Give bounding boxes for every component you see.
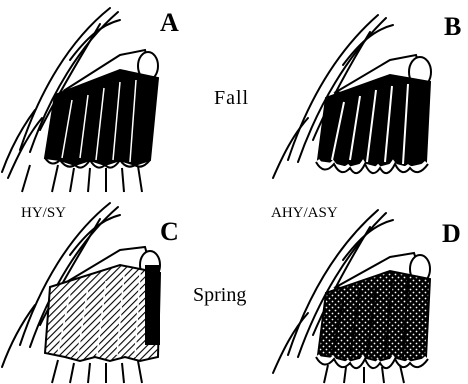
panel-label-b: B (444, 14, 461, 40)
wing-illustration-d (268, 195, 468, 384)
season-label-fall: Fall (214, 88, 249, 108)
season-label-spring: Spring (193, 285, 246, 305)
panel-label-d: D (442, 221, 461, 247)
wing-illustration-b (268, 0, 468, 195)
wing-drawing-b (268, 0, 468, 195)
wing-drawing-d (268, 195, 468, 384)
panel-label-c: C (160, 219, 179, 245)
age-class-label-hy-sy: HY/SY (21, 206, 66, 221)
age-class-label-ahy-asy: AHY/ASY (271, 206, 338, 221)
panel-label-a: A (160, 10, 179, 36)
